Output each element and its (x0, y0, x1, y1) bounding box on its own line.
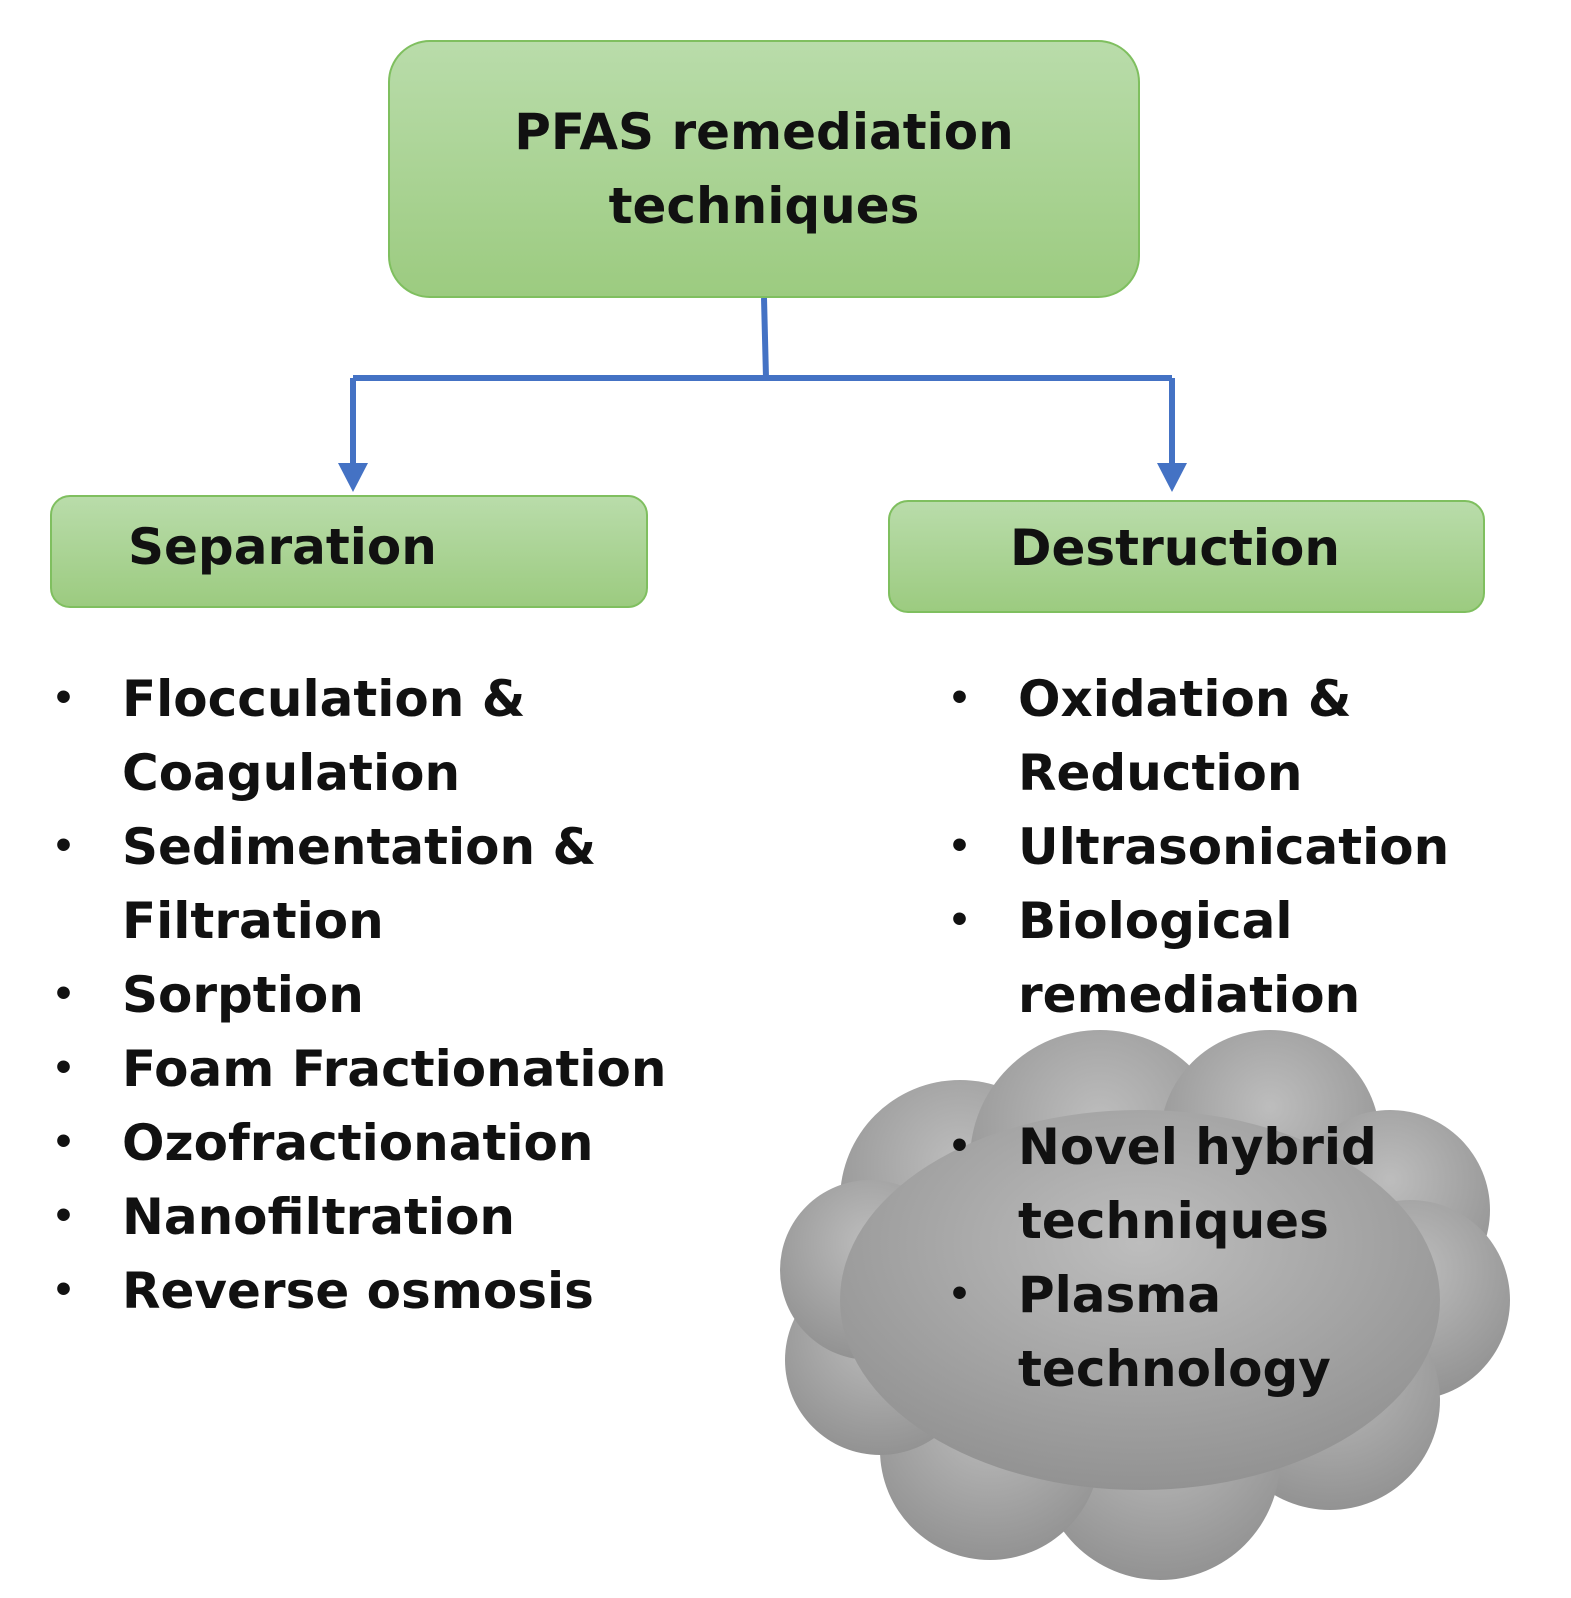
bullet-icon: • (948, 900, 972, 941)
list-item: • Novel hybrid techniques (942, 1110, 1442, 1258)
bullet-icon: • (948, 1126, 972, 1167)
list-item-label: Ozofractionation (122, 1114, 594, 1172)
root-node: PFAS remediation techniques (388, 40, 1140, 298)
list-item: • Ozofractionation (46, 1106, 686, 1180)
list-item: • Oxidation & Reduction (942, 662, 1462, 810)
destruction-node: Destruction (888, 500, 1485, 613)
list-item-label: Ultrasonication (1018, 818, 1450, 876)
bullet-icon: • (52, 1122, 76, 1163)
list-item-label: Foam Fractionation (122, 1040, 667, 1098)
cloud-shape (780, 1030, 1510, 1580)
list-item-label: Novel hybrid techniques (1018, 1118, 1377, 1250)
bullet-icon: • (52, 1196, 76, 1237)
destruction-list: •Oxidation & Reduction •Ultrasonication … (942, 662, 1462, 1032)
list-item: • Biological remediation (942, 884, 1462, 1032)
bullet-icon: • (52, 678, 76, 719)
bullet-icon: • (52, 1048, 76, 1089)
bullet-icon: • (52, 826, 76, 867)
list-item: • Plasma technology (942, 1258, 1442, 1406)
list-item: • Foam Fractionation (46, 1032, 686, 1106)
list-item: • Sorption (46, 958, 686, 1032)
emerging-list: • Novel hybrid techniques • Plasma technol… (942, 1110, 1442, 1406)
list-item-label: Sorption (122, 966, 364, 1024)
list-item: • Flocculation & Coagulation (46, 662, 686, 810)
list-item-label: Reverse osmosis (122, 1262, 594, 1320)
list-item-label: Sedimentation & Filtration (122, 818, 597, 950)
separation-title: Separation (128, 518, 437, 576)
bullet-icon: • (52, 974, 76, 1015)
connector-lines (350, 297, 1175, 468)
list-item: • Ultrasonication (942, 810, 1462, 884)
list-item-label: Plasma technology (1018, 1266, 1331, 1398)
connector-trunk (761, 297, 769, 379)
separation-list: • Flocculation & Coagulation • Sedimentati… (46, 662, 686, 1328)
root-title: PFAS remediation techniques (514, 103, 1014, 235)
list-item: • Nanofiltration (46, 1180, 686, 1254)
list-item: • Reverse osmosis (46, 1254, 686, 1328)
separation-node: Separation (50, 495, 648, 608)
bullet-icon: • (948, 678, 972, 719)
list-item-label: Nanofiltration (122, 1188, 516, 1246)
list-item-label: Biological remediation (1018, 892, 1361, 1024)
list-item-label: Oxidation & Reduction (1018, 670, 1352, 802)
bullet-icon: • (948, 1274, 972, 1315)
arrow-head-left (338, 463, 368, 492)
bullet-icon: • (52, 1270, 76, 1311)
list-item-label: Flocculation & Coagulation (122, 670, 526, 802)
list-item: • Sedimentation & Filtration (46, 810, 686, 958)
bullet-icon: • (948, 826, 972, 867)
arrow-head-right (1157, 463, 1187, 492)
destruction-title: Destruction (1010, 519, 1340, 577)
